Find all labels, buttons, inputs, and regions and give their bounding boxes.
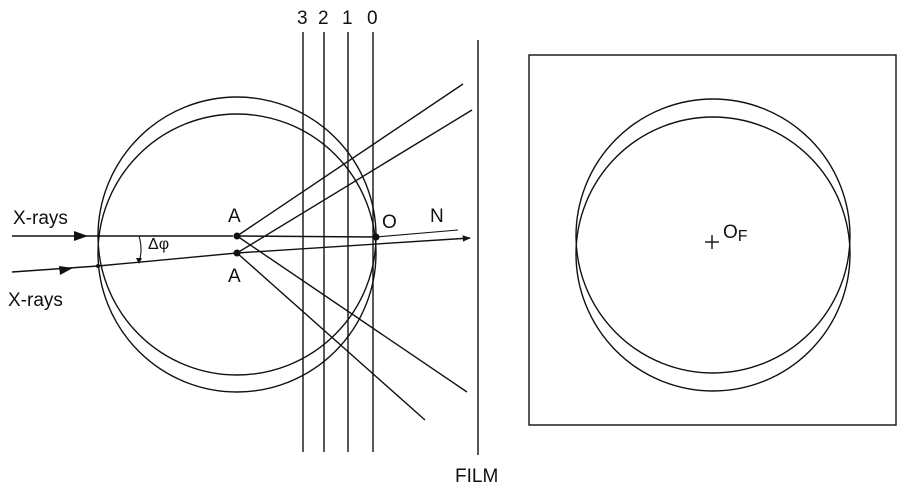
beam2-entry-dot — [96, 264, 100, 268]
point-a-upper-label: A — [228, 206, 241, 227]
point-o-label: O — [382, 212, 397, 233]
diffracted-beam-up-2 — [236, 109, 473, 254]
xray-beam-2-arrowhead — [59, 266, 73, 275]
point-a-lower-dot — [233, 249, 241, 257]
plane-number-2: 2 — [318, 8, 329, 29]
point-a-upper-dot — [233, 232, 241, 240]
ring-upper — [575, 98, 851, 374]
angle-label: Δφ — [148, 236, 169, 253]
diffracted-beam-down-2 — [236, 252, 426, 421]
center-label-main: O — [723, 222, 738, 243]
center-label-subscript: F — [738, 228, 748, 245]
xray-label-2: X-rays — [8, 290, 63, 311]
reflection-sphere-lower — [97, 113, 377, 393]
ring-lower — [575, 116, 851, 392]
xray-beam-2-inside — [97, 252, 238, 267]
right-panel: OF — [528, 54, 897, 426]
point-a-lower-label: A — [228, 266, 241, 287]
diffracted-beam-down-1 — [236, 235, 468, 393]
plane-number-3: 3 — [297, 8, 308, 29]
xray-beam-1-arrowhead — [74, 231, 88, 241]
xray-beam-1-continuation — [236, 235, 377, 238]
point-o-dot — [372, 233, 380, 241]
angle-arc-arrowhead — [136, 258, 142, 264]
plane-number-1: 1 — [342, 8, 353, 29]
point-n-label: N — [430, 206, 444, 227]
left-panel: 3 2 1 0 X-rays X-rays A A O N Δφ FILM — [8, 8, 498, 487]
film-frame — [528, 54, 897, 426]
plane-number-0: 0 — [367, 8, 378, 29]
diffracted-beam-up-1 — [236, 83, 464, 237]
direct-beam-line — [236, 235, 471, 254]
xray-label-1: X-rays — [13, 208, 68, 229]
center-label: OF — [723, 222, 748, 245]
film-label: FILM — [455, 466, 498, 487]
xray-beam-2 — [11, 265, 99, 273]
normal-line — [375, 229, 459, 238]
